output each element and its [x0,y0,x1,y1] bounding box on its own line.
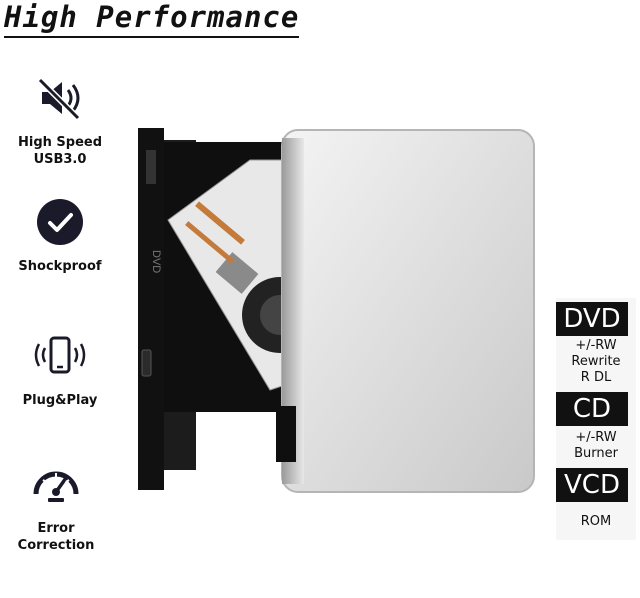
spec-line: R DL [580,370,612,385]
checkmark-circle-icon [37,199,83,245]
feature-label: USB3.0 [33,152,87,167]
feature-label: Plug&Play [22,393,98,408]
spec-line: ROM [580,514,612,529]
feature-plug-play: Plug&Play [8,326,112,409]
speedometer-icon [33,471,79,502]
vcd-badge: VCD [556,468,628,502]
format-support-panel: DVD +/-RW Rewrite R DL CD +/-RW Burner V… [556,298,636,540]
spec-line: Burner [574,446,618,461]
spec-line: +/-RW [575,338,617,353]
muted-speaker-icon [37,77,81,121]
dvd-badge: DVD [556,302,628,336]
feature-label: High Speed [17,135,103,150]
feature-label: Shockproof [18,259,102,274]
spec-line: Rewrite [571,354,621,369]
disc-logo-text: DVD [150,250,162,273]
page-title: High Performance [4,0,300,38]
feature-shockproof: Shockproof [8,192,112,275]
phone-vibrate-icon [34,336,86,374]
external-dvd-drive-image: DVD [138,128,535,493]
spec-line: +/-RW [575,430,617,445]
feature-label: Error Correction [17,521,95,553]
feature-high-speed: High Speed USB3.0 [8,68,112,168]
feature-error-correction: Error Correction [0,454,112,554]
cd-badge: CD [556,392,628,426]
